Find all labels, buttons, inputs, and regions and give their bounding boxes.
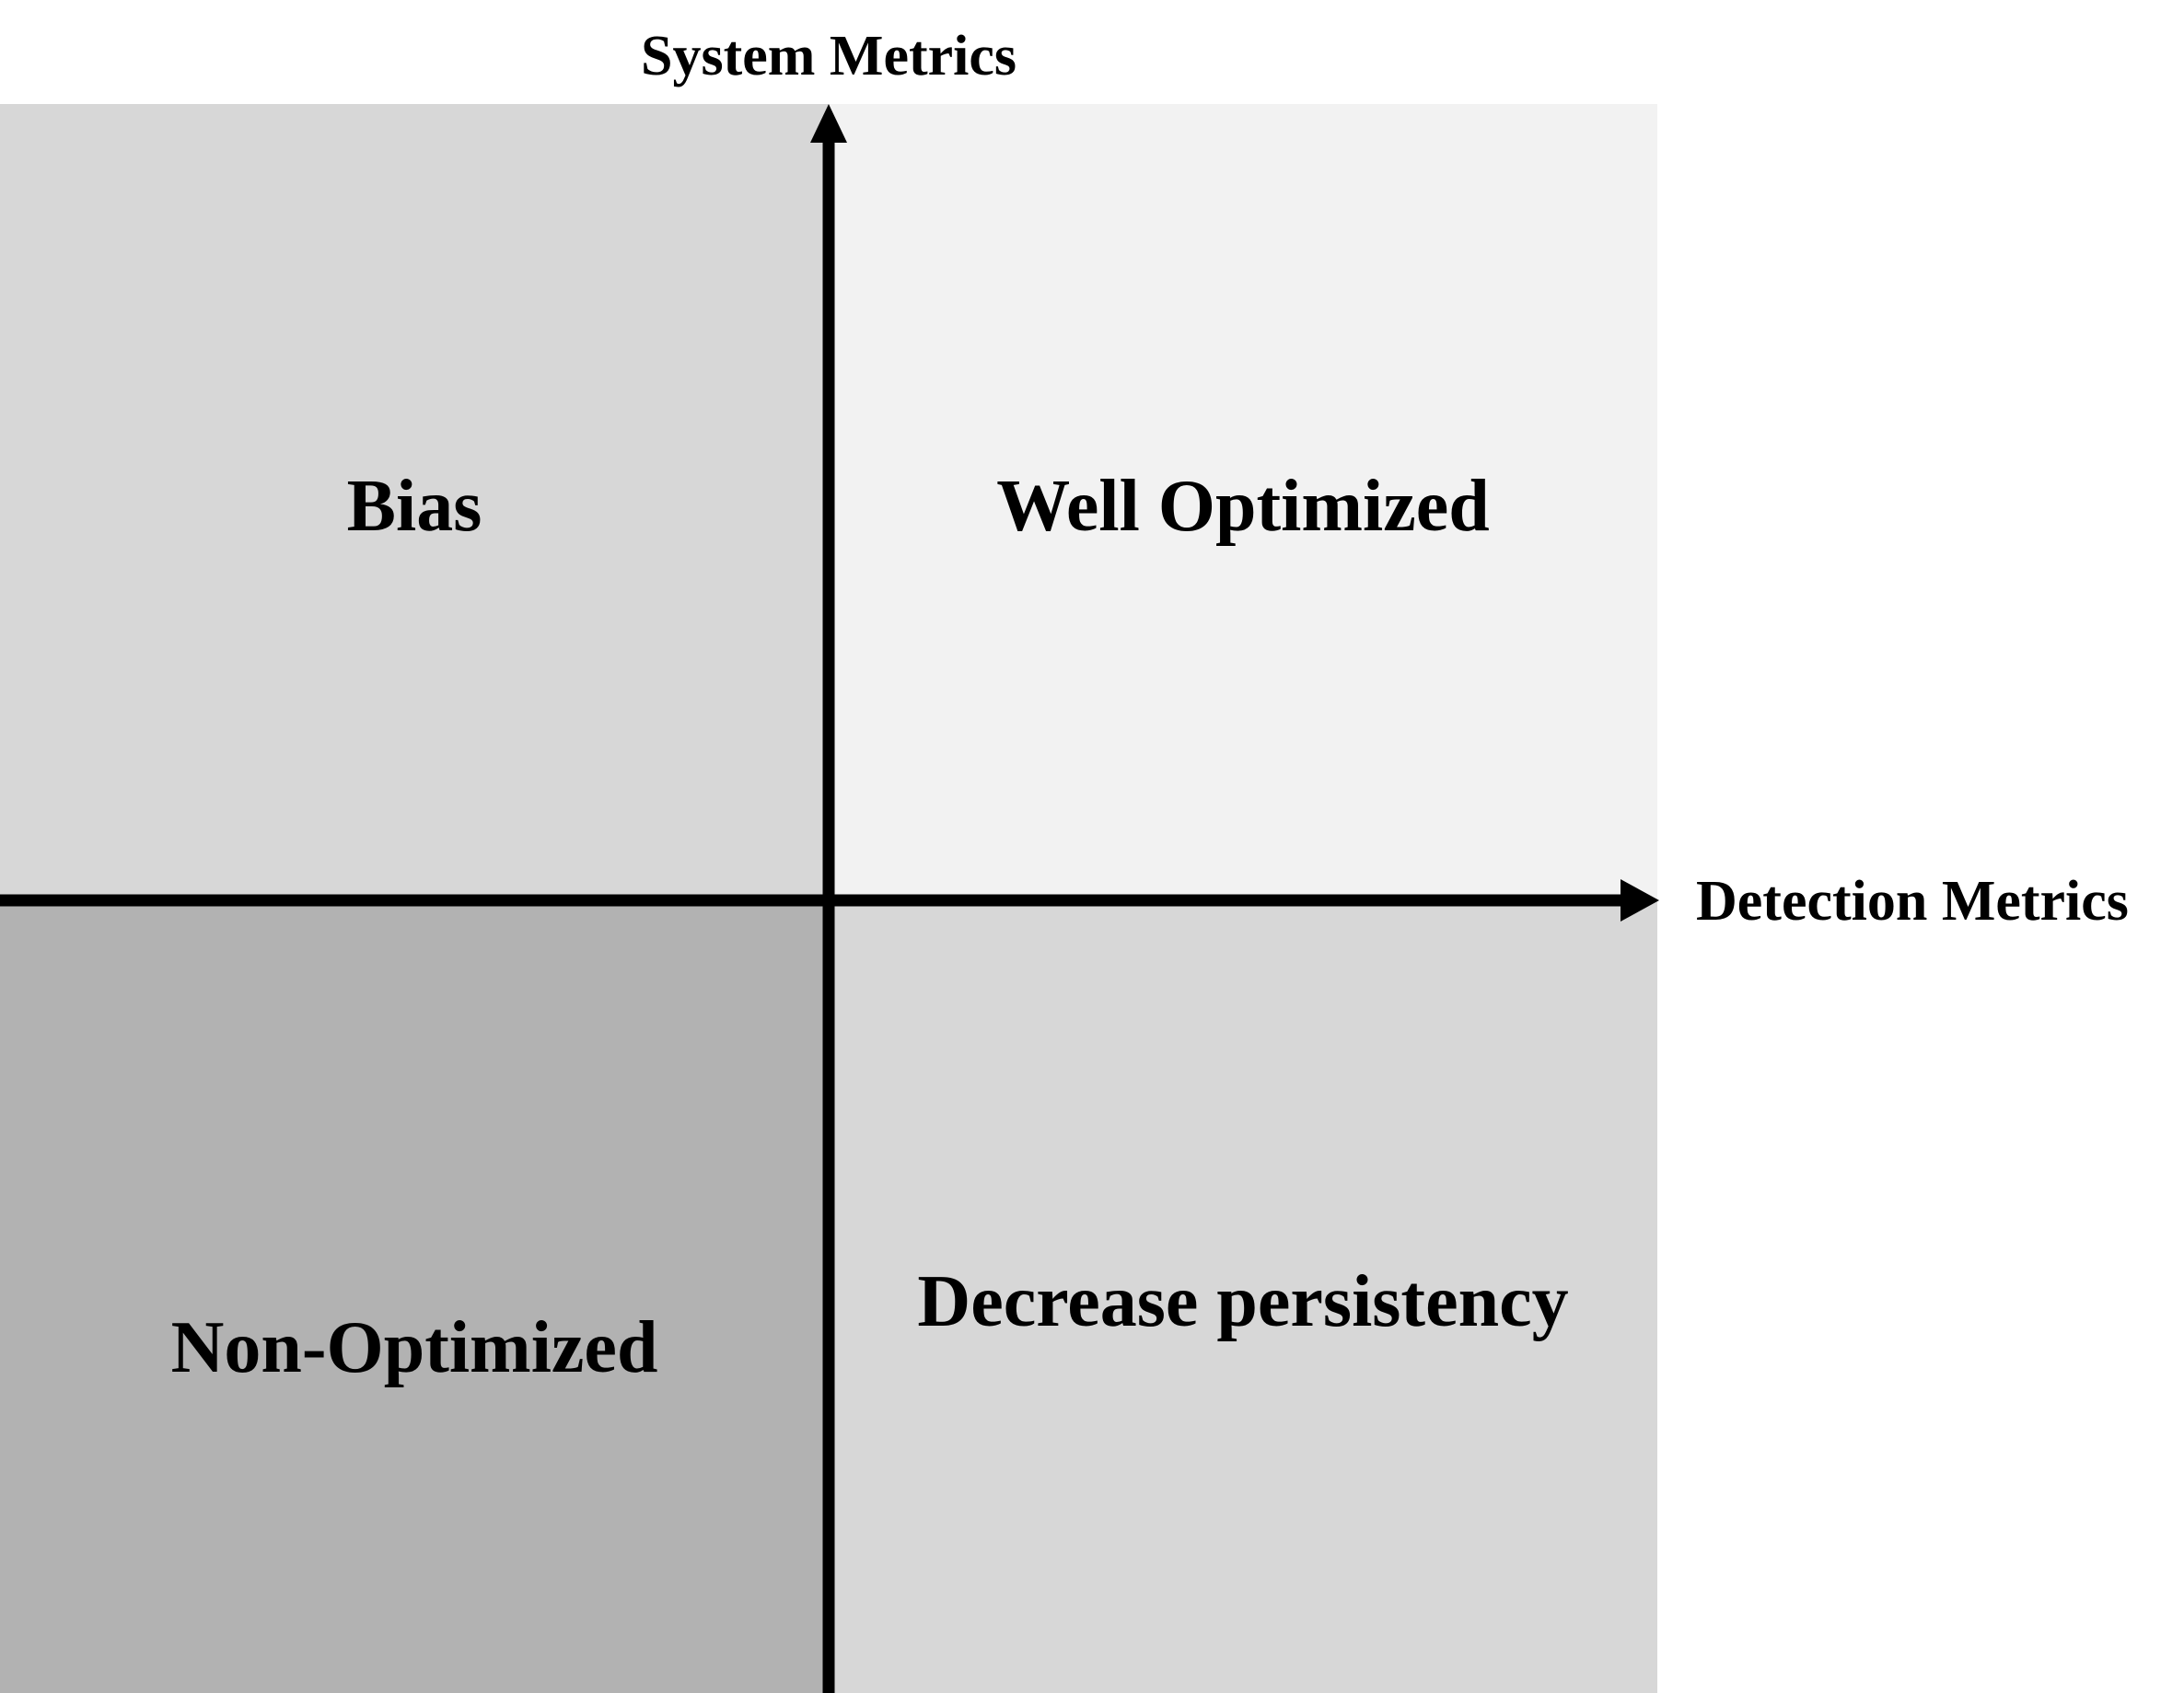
quadrant-label-decrease-persistency: Decrease persistency: [917, 1261, 1569, 1342]
y-axis-title: System Metrics: [641, 25, 1016, 87]
x-axis-arrowhead: [1621, 879, 1659, 922]
quadrant-bias: [0, 104, 829, 900]
x-axis-title: Detection Metrics: [1696, 870, 2129, 933]
y-axis-arrowhead: [810, 104, 847, 143]
quadrant-non-optimized: [0, 900, 829, 1693]
quadrant-label-bias: Bias: [346, 466, 482, 547]
quadrant-decrease-persistency: [829, 900, 1657, 1693]
quadrant-well-optimized: [829, 104, 1657, 900]
quadrant-label-well-optimized: Well Optimized: [996, 466, 1490, 547]
quadrant-label-non-optimized: Non-Optimized: [170, 1307, 658, 1388]
